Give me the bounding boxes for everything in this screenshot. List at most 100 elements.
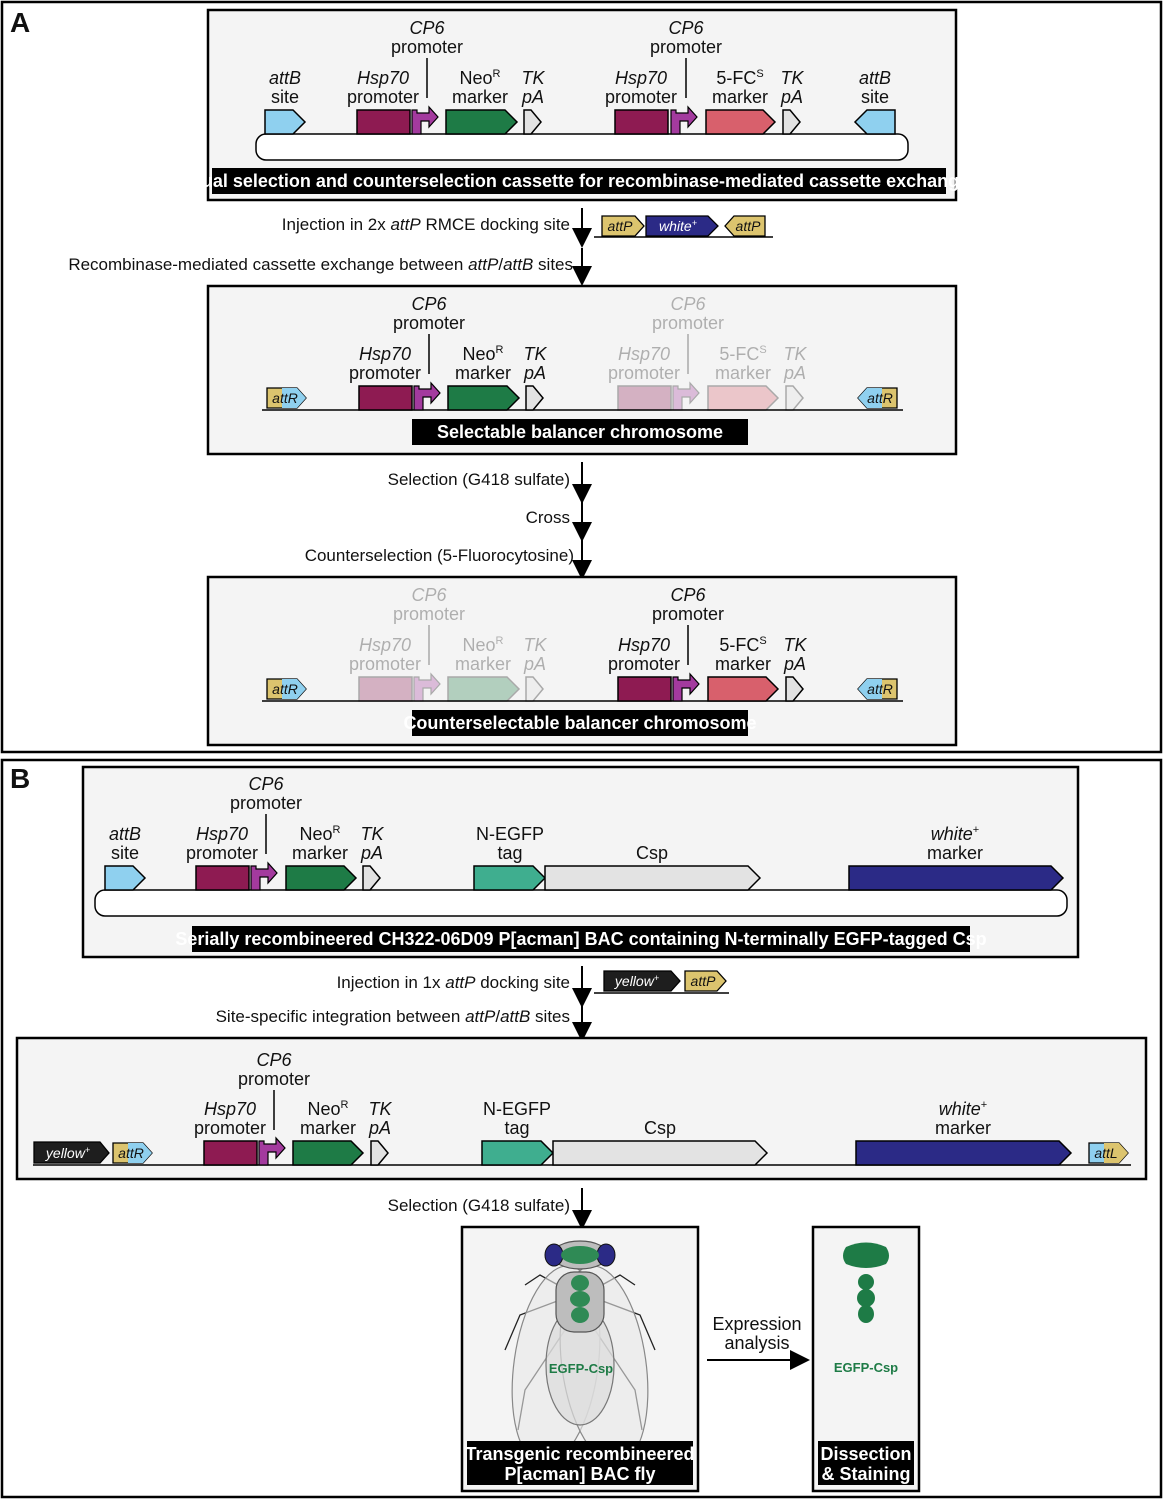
bac-box-b1: attB site Hsp70 promoter CP6 promoter Ne… [81, 765, 1080, 959]
svg-text:Hsp70: Hsp70 [357, 68, 409, 88]
svg-text:promoter: promoter [349, 363, 421, 383]
dissection-egfp-csp-label: EGFP-Csp [834, 1360, 898, 1375]
svg-text:attL: attL [1094, 1145, 1117, 1161]
faded-selection-unit: Hsp70 promoter CP6 promoter NeoR marker … [349, 585, 547, 702]
panel-a-letter: A [10, 7, 30, 38]
attb-site-left [264, 109, 307, 135]
svg-text:TK: TK [783, 344, 807, 364]
svg-text:tag: tag [504, 1118, 529, 1138]
svg-text:& Staining: & Staining [822, 1464, 911, 1484]
svg-text:Csp: Csp [644, 1118, 676, 1138]
svg-text:TK: TK [523, 344, 547, 364]
fly-egfp-csp-label: EGFP-Csp [549, 1361, 613, 1376]
svg-text:promoter: promoter [652, 604, 724, 624]
svg-text:NeoR: NeoR [463, 344, 504, 364]
svg-text:promoter: promoter [349, 654, 421, 674]
svg-text:attP: attP [736, 218, 762, 234]
svg-text:attR: attR [118, 1145, 144, 1161]
svg-text:attR: attR [867, 390, 893, 406]
step-cross: Cross [526, 508, 570, 527]
svg-text:CP6: CP6 [248, 774, 284, 794]
svg-text:pA: pA [523, 363, 546, 383]
svg-text:TK: TK [783, 635, 807, 655]
panel-b-letter: B [10, 763, 30, 794]
svg-text:Hsp70: Hsp70 [359, 635, 411, 655]
svg-text:marker: marker [452, 87, 508, 107]
bac-title-b1: Serially recombineered CH322-06D09 P[acm… [175, 929, 986, 949]
svg-text:marker: marker [715, 654, 771, 674]
integrated-bac-box: yellow+ attR Hsp70 promoter CP6 promoter… [15, 1036, 1148, 1181]
svg-text:NeoR: NeoR [460, 68, 501, 88]
svg-text:pA: pA [783, 363, 806, 383]
svg-text:promoter: promoter [238, 1069, 310, 1089]
step-integration: Site-specific integration between attP/a… [216, 1007, 570, 1026]
dissection-box: EGFP-Csp Dissection & Staining [811, 1225, 921, 1493]
svg-text:analysis: analysis [724, 1333, 789, 1353]
hsp70-promoter-1 [356, 109, 411, 135]
svg-text:attR: attR [272, 390, 298, 406]
svg-text:promoter: promoter [650, 37, 722, 57]
svg-text:attB: attB [109, 824, 141, 844]
svg-text:CP6: CP6 [668, 18, 704, 38]
svg-text:promoter: promoter [347, 87, 419, 107]
selectable-balancer-box: attR attR Hsp70 promoter CP6 promoter Ne… [206, 284, 958, 456]
svg-text:attP: attP [608, 218, 634, 234]
hsp70-promoter-2 [614, 109, 669, 135]
cp6-promoter-1 [411, 105, 439, 135]
svg-text:Hsp70: Hsp70 [618, 344, 670, 364]
step-injection-2x: Injection in 2x attP RMCE docking site [282, 215, 570, 234]
svg-text:Hsp70: Hsp70 [618, 635, 670, 655]
svg-text:marker: marker [715, 363, 771, 383]
svg-text:TK: TK [521, 68, 545, 88]
svg-text:attB: attB [269, 68, 301, 88]
svg-text:pA: pA [783, 654, 806, 674]
svg-text:pA: pA [780, 87, 803, 107]
svg-text:Hsp70: Hsp70 [204, 1099, 256, 1119]
svg-text:pA: pA [368, 1118, 391, 1138]
svg-text:TK: TK [780, 68, 804, 88]
expression-analysis-label: Expression [712, 1314, 801, 1334]
svg-text:promoter: promoter [605, 87, 677, 107]
transgenic-fly-box: EGFP-Csp Transgenic recombineered P[acma… [460, 1225, 700, 1493]
faded-counterselection-unit: Hsp70 promoter CP6 promoter 5-FCS marker… [608, 294, 807, 411]
svg-text:promoter: promoter [652, 313, 724, 333]
svg-text:attB: attB [859, 68, 891, 88]
svg-text:CP6: CP6 [411, 585, 447, 605]
counterselectable-balancer-box: attR attR Hsp70 promoter CP6 promoter Ne… [206, 575, 958, 747]
svg-text:site: site [861, 87, 889, 107]
plasmid-backbone [255, 133, 909, 161]
cp6-promoter-2 [670, 105, 698, 135]
step-injection-1x: Injection in 1x attP docking site [337, 973, 570, 992]
svg-text:site: site [111, 843, 139, 863]
svg-text:NeoR: NeoR [300, 824, 341, 844]
svg-text:white+: white+ [659, 218, 697, 234]
n-egfp-tag-1 [473, 865, 547, 891]
selectable-balancer-title: Selectable balancer chromosome [437, 422, 723, 442]
svg-text:CP6: CP6 [411, 294, 447, 314]
svg-text:yellow+: yellow+ [45, 1145, 90, 1161]
svg-text:N-EGFP: N-EGFP [483, 1099, 551, 1119]
tk-pa-1 [523, 109, 542, 135]
hsp70-promoter-3 [358, 385, 413, 411]
svg-text:Transgenic recombineered: Transgenic recombineered [465, 1444, 694, 1464]
svg-text:site: site [271, 87, 299, 107]
csp-gene-1 [544, 865, 762, 891]
docking-site-2x: attP white+ attP [594, 215, 773, 238]
svg-text:5-FCS: 5-FCS [719, 635, 766, 655]
svg-text:attP: attP [691, 973, 717, 989]
svg-text:promoter: promoter [194, 1118, 266, 1138]
svg-text:CP6: CP6 [670, 585, 706, 605]
attb-site-right [853, 109, 896, 135]
svg-text:marker: marker [300, 1118, 356, 1138]
svg-text:promoter: promoter [393, 604, 465, 624]
step-selection-g418-b: Selection (G418 sulfate) [388, 1196, 570, 1215]
svg-text:Hsp70: Hsp70 [196, 824, 248, 844]
cassette-box-a1: attB site Hsp70 promoter CP6 promoter Ne… [189, 8, 969, 202]
svg-text:5-FCS: 5-FCS [719, 344, 766, 364]
fly-eye-left [544, 1243, 564, 1267]
svg-text:N-EGFP: N-EGFP [476, 824, 544, 844]
step-selection-g418-a: Selection (G418 sulfate) [388, 470, 570, 489]
svg-text:promoter: promoter [608, 654, 680, 674]
svg-text:CP6: CP6 [670, 294, 706, 314]
